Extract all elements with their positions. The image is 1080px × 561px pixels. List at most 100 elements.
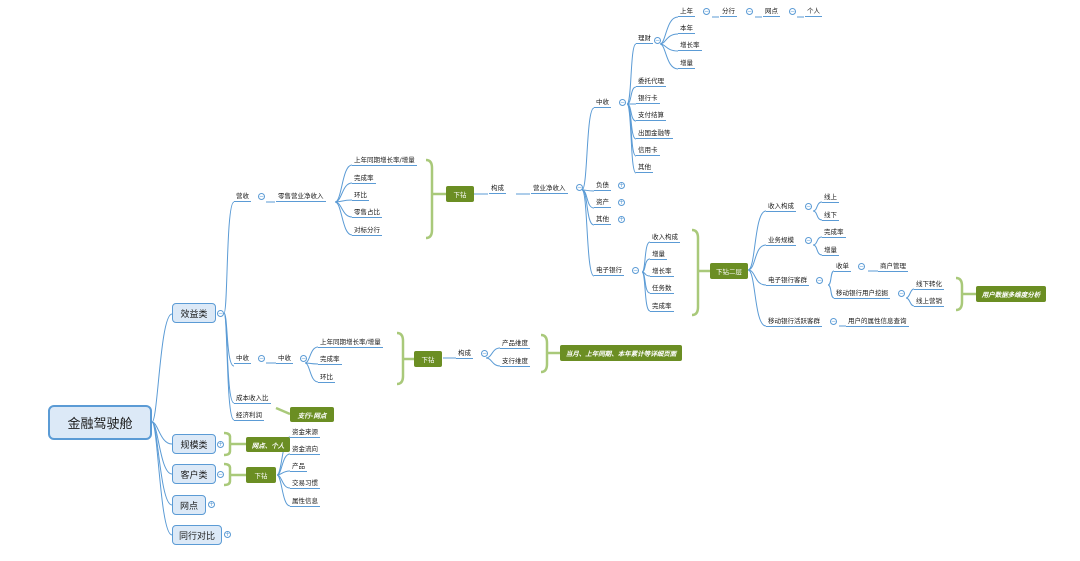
node-chanpin[interactable]: 产品维度 (500, 339, 530, 349)
dianzi-item[interactable]: 增长率 (650, 267, 674, 277)
node-tonghang[interactable]: 同行对比 (172, 525, 222, 545)
node-goucheng[interactable]: 构成 (489, 184, 506, 194)
collapse-toggle-icon[interactable]: − (481, 350, 488, 357)
collapse-toggle-icon[interactable]: − (619, 99, 626, 106)
node-kehu[interactable]: 客户类 (172, 464, 216, 484)
collapse-toggle-icon[interactable]: − (805, 203, 812, 210)
collapse-toggle-icon[interactable]: − (789, 8, 796, 15)
node-zhongshou[interactable]: 中收 (594, 98, 611, 108)
kehu-item[interactable]: 资金来源 (290, 428, 320, 438)
collapse-toggle-icon[interactable]: − (858, 263, 865, 270)
node-yingye[interactable]: 营业净收入 (531, 184, 568, 194)
node-licai[interactable]: 理财 (636, 34, 653, 44)
detail-page-tag[interactable]: 当月、上年同期、本年累计等详细页面 (560, 345, 682, 361)
node-kequn[interactable]: 电子银行客群 (766, 276, 809, 286)
node-lingshou[interactable]: 零售营业净收入 (276, 192, 326, 202)
collapse-toggle-icon[interactable]: − (258, 355, 265, 362)
metric-item[interactable]: 完成率 (352, 174, 376, 184)
dianzi-item[interactable]: 任务数 (650, 284, 674, 294)
expand-toggle-icon[interactable]: − (703, 8, 710, 15)
node-yidong-huoyue[interactable]: 移动银行活跃客群 (766, 317, 822, 327)
zhongshou-item[interactable]: 委托代理 (636, 77, 666, 87)
root-node[interactable]: 金融驾驶舱 (48, 405, 152, 440)
node-zhihang[interactable]: 支行维度 (500, 357, 530, 367)
collapse-toggle-icon[interactable]: − (746, 8, 753, 15)
zhongshou-item[interactable]: 其他 (636, 163, 653, 173)
zhongshou-item[interactable]: 出国金融等 (636, 129, 673, 139)
metric-item[interactable]: 零售占比 (352, 208, 382, 218)
kehu-item[interactable]: 属性信息 (290, 497, 320, 507)
collapse-toggle-icon[interactable]: − (300, 355, 307, 362)
zhongshou-item[interactable]: 信用卡 (636, 146, 660, 156)
drilldown-tag[interactable]: 下钻 (246, 467, 276, 483)
node-shouru-goucheng[interactable]: 收入构成 (766, 202, 796, 212)
node-xianxia-zhuanhua[interactable]: 线下转化 (914, 280, 944, 290)
chain-item[interactable]: 网点 (763, 7, 780, 17)
drilldown-level2-tag[interactable]: 下钻二层 (710, 263, 748, 279)
zhongshou-item[interactable]: 银行卡 (636, 94, 660, 104)
node-zhongshou-lower[interactable]: 中收 (234, 354, 251, 364)
metric-item[interactable]: 对标分行 (352, 226, 382, 236)
collapse-toggle-icon[interactable]: − (898, 290, 905, 297)
drilldown-tag[interactable]: 下钻 (446, 186, 474, 202)
zhongshou-item[interactable]: 支付结算 (636, 111, 666, 121)
collapse-toggle-icon[interactable]: − (830, 318, 837, 325)
collapse-toggle-icon[interactable]: − (654, 37, 661, 44)
collapse-toggle-icon[interactable]: − (217, 471, 224, 478)
zs-metric[interactable]: 环比 (318, 373, 335, 383)
node-yidong-wajue[interactable]: 移动银行用户挖掘 (834, 289, 890, 299)
licai-item[interactable]: 增量 (678, 59, 695, 69)
metric-item[interactable]: 环比 (352, 191, 369, 201)
node-xianshang-yingxiao[interactable]: 线上营销 (914, 297, 944, 307)
kehu-item[interactable]: 资金流向 (290, 445, 320, 455)
metric-item[interactable]: 上年同期增长率/增量 (352, 156, 417, 166)
outlet-person-tag[interactable]: 网点、个人 (246, 437, 290, 452)
expand-toggle-icon[interactable]: + (618, 182, 625, 189)
node-zhongshou-sub[interactable]: 中收 (276, 354, 293, 364)
node-jingji[interactable]: 经济利润 (234, 411, 264, 421)
dianzi-item[interactable]: 收入构成 (650, 233, 680, 243)
node-wangdian[interactable]: 网点 (172, 495, 206, 515)
node-yewu-guimo[interactable]: 业务规模 (766, 236, 796, 246)
expand-toggle-icon[interactable]: + (217, 441, 224, 448)
node-guimo[interactable]: 规模类 (172, 434, 216, 454)
licai-item[interactable]: 上年 (678, 7, 695, 17)
collapse-toggle-icon[interactable]: − (632, 267, 639, 274)
node-yonghu-shuxing[interactable]: 用户的属性信息查询 (846, 317, 909, 327)
licai-item[interactable]: 本年 (678, 24, 695, 34)
collapse-toggle-icon[interactable]: − (217, 310, 224, 317)
chain-item[interactable]: 个人 (805, 7, 822, 17)
expand-toggle-icon[interactable]: + (208, 501, 215, 508)
node-qita[interactable]: 其他 (594, 215, 611, 225)
kehu-item[interactable]: 交易习惯 (290, 479, 320, 489)
zs-metric[interactable]: 上年同期增长率/增量 (318, 338, 383, 348)
expand-toggle-icon[interactable]: + (224, 531, 231, 538)
kehu-item[interactable]: 产品 (290, 462, 307, 472)
collapse-toggle-icon[interactable]: − (805, 237, 812, 244)
node-wanchenglv[interactable]: 完成率 (822, 228, 846, 238)
user-analysis-tag[interactable]: 用户数据多维度分析 (976, 286, 1046, 302)
zs-metric[interactable]: 完成率 (318, 355, 342, 365)
node-goucheng-lower[interactable]: 构成 (456, 349, 473, 359)
node-zichan[interactable]: 资产 (594, 198, 611, 208)
collapse-toggle-icon[interactable]: − (816, 277, 823, 284)
collapse-toggle-icon[interactable]: − (258, 193, 265, 200)
chain-item[interactable]: 分行 (720, 7, 737, 17)
node-xianxia[interactable]: 线下 (822, 211, 839, 221)
node-zengliang[interactable]: 增量 (822, 246, 839, 256)
node-xiaoyi[interactable]: 效益类 (172, 303, 216, 323)
node-dianzi[interactable]: 电子银行 (594, 266, 624, 276)
drilldown-tag[interactable]: 下钻 (414, 351, 442, 367)
node-yingshou[interactable]: 营收 (234, 192, 251, 202)
node-xianshang[interactable]: 线上 (822, 193, 839, 203)
node-shanghu[interactable]: 商户管理 (878, 262, 908, 272)
collapse-toggle-icon[interactable]: − (576, 184, 583, 191)
dianzi-item[interactable]: 增量 (650, 250, 667, 260)
dianzi-item[interactable]: 完成率 (650, 302, 674, 312)
licai-item[interactable]: 增长率 (678, 41, 702, 51)
branch-outlet-tag[interactable]: 支行-网点 (290, 407, 334, 422)
node-chengben[interactable]: 成本收入比 (234, 394, 271, 404)
expand-toggle-icon[interactable]: + (618, 216, 625, 223)
node-fuzhai[interactable]: 负债 (594, 181, 611, 191)
node-shoudan[interactable]: 收单 (834, 262, 851, 272)
